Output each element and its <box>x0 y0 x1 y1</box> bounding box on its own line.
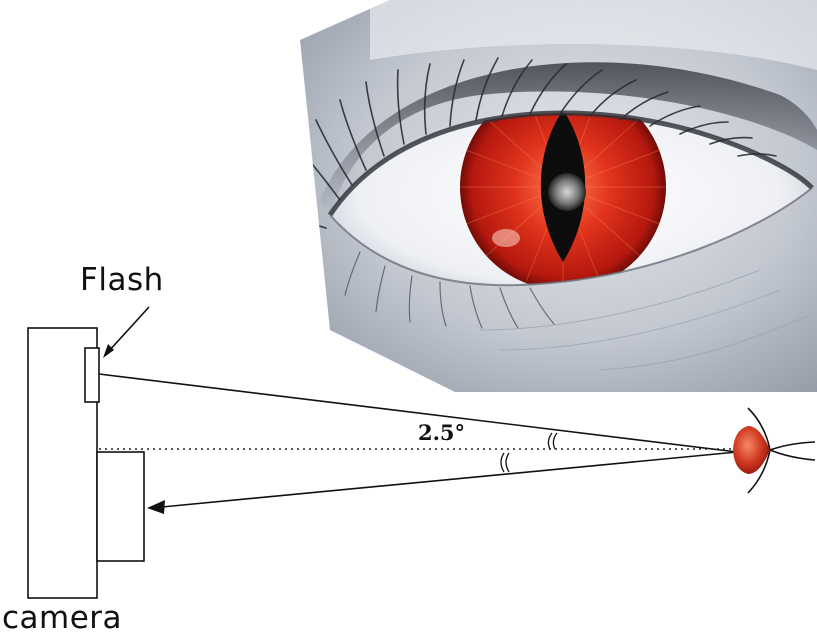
eye-photo <box>290 0 817 392</box>
angle-label: 2.5° <box>418 420 465 445</box>
reflected-light-ray <box>147 452 737 514</box>
flash-pointer-arrow <box>103 307 149 358</box>
flash-unit <box>85 348 99 402</box>
flash-label: Flash <box>80 262 164 298</box>
eye-schematic <box>733 408 815 493</box>
angle-arc-lower <box>501 453 509 472</box>
camera-label: camera <box>2 600 122 636</box>
camera-lens <box>97 452 144 561</box>
angle-arc-upper <box>548 433 557 449</box>
